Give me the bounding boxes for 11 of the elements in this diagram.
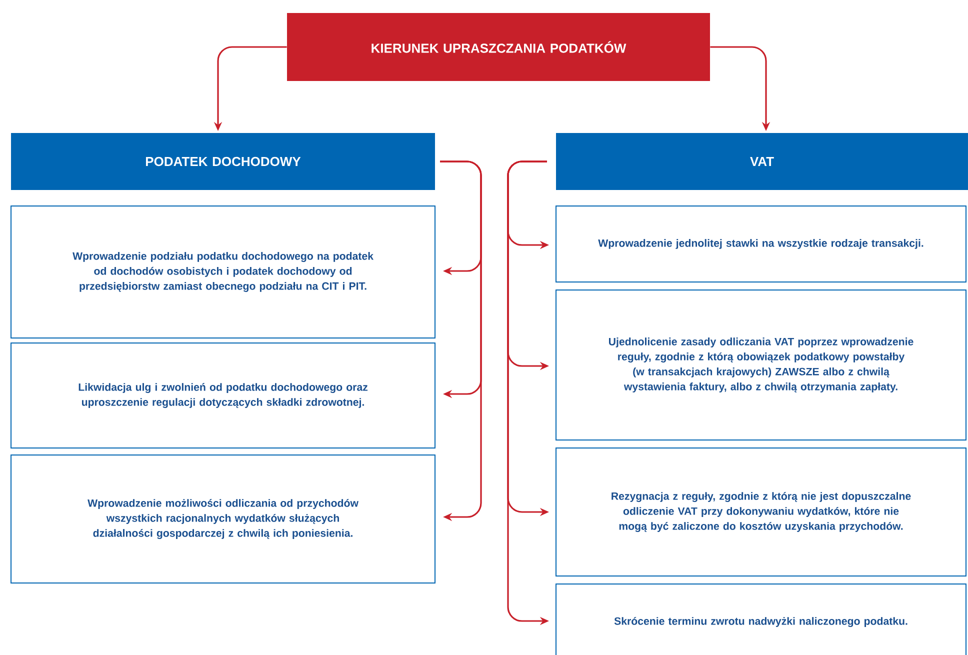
arrow xyxy=(440,160,482,522)
title-box: KIERUNEK UPRASZCZANIA PODATKÓW xyxy=(287,13,710,81)
measure-box: Rezygnacja z reguły, zgodnie z którą nie jest dopuszczalne odliczenie VAT przy dokonywaniu wydatków, które nie mogą być zaliczone do kosztów uzyskania przychodów. xyxy=(556,448,966,576)
measure-box: Skrócenie terminu zwrotu nadwyżki naliczonego podatku. xyxy=(556,584,966,655)
measure-box: Likwidacja ulg i zwolnień od podatku dochodowego oraz uproszczenie regulacji dotyczących składki zdrowotnej. xyxy=(10,342,436,448)
category-box: VAT xyxy=(556,133,968,190)
measure-box: Ujednolicenie zasady odliczania VAT poprzez wprowadzenie reguły, zgodnie z którą obowiązek podatkowy powstałby (w transakcjach krajowych) ZAWSZE albo z chwilą wystawienia faktury, albo z chwilą otrzymania zapłaty. xyxy=(556,290,966,440)
measure-box: Wprowadzenie podziału podatku dochodowego na podatek od dochodów osobistych i podatek dochodowy od przedsiębiorstw zamiast obecnego podziału na CIT i PIT. xyxy=(10,206,436,338)
measure-box: Wprowadzenie możliwości odliczania od przychodów wszystkich racjonalnych wydatków służących działalności gospodarczej z chwilą ich poniesienia. xyxy=(10,454,436,584)
category-box: PODATEK DOCHODOWY xyxy=(11,133,435,190)
measure-box: Wprowadzenie jednolitej stawki na wszystkie rodzaje transakcji. xyxy=(556,206,966,282)
